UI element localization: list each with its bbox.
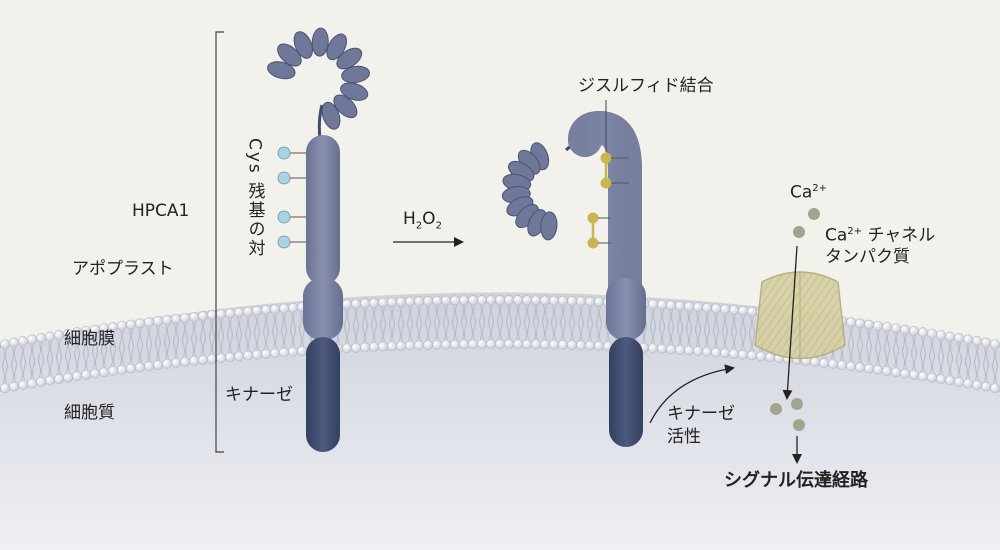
ca-ion-charge: 2+ [812,183,828,194]
kinase-activity-label: キナーゼ 活性 [667,404,735,447]
kinase-domain [609,337,643,447]
cys-residue [277,210,291,224]
hpca1-resting [267,27,371,452]
disulfide-residue [587,212,599,224]
h2o2-sub2: 2 [435,220,442,232]
kinase-activity-line1: キナーゼ [667,404,735,424]
ca-ion [793,226,805,238]
ca-channel-charge: 2+ [847,226,863,237]
disulfide-residue [587,237,599,249]
ca-ion [808,208,820,220]
kinase-activity-line2: 活性 [667,426,701,447]
ca-influx-arrow [782,245,798,400]
ca-ion-label: Ca2+ [790,183,827,203]
disulfide-label: ジスルフィド結合 [578,76,714,96]
ca-channel-label: Ca2+ チャネル タンパク質 [825,226,935,268]
disulfide-residue [600,152,612,164]
kinase-domain [306,337,340,452]
kinase-label: キナーゼ [225,385,293,405]
cytoplasm-label: 細胞質 [64,403,115,423]
ca-ion-text: Ca [790,182,813,203]
ca-channel-ca: Ca [825,225,848,246]
cys-residue [277,235,291,249]
extracellular-coil-oxidised [501,142,558,241]
h2o2-h: H [403,209,416,229]
ca-ion [791,398,803,410]
signaling-pathway-label: シグナル伝達経路 [724,470,868,491]
extracellular-stalk [306,135,340,285]
hpca1-label: HPCA1 [132,201,190,221]
transmembrane-domain [606,278,646,340]
ca-channel-line2: タンパク質 [825,247,910,268]
membrane-label: 細胞膜 [64,329,115,349]
disulfide-bonds [587,152,629,249]
ca-ion [770,403,782,415]
ca-ions [770,208,820,431]
kinase-activation-arrow [649,364,735,424]
h2o2-o: O [422,209,436,229]
cys-residue [277,171,291,185]
transmembrane-domain [303,278,343,340]
extracellular-coil-resting [267,27,371,130]
ca-channel [754,271,846,362]
ca-channel-rest: チャネル [862,225,936,246]
ca-ion [793,419,805,431]
h2o2-label: H2O2 [403,209,442,232]
apoplast-label: アポプラスト [72,259,174,279]
hpca1-bracket [215,31,224,453]
cys-residues-resting [277,146,306,249]
cys-pair-label: Cys 残基の対 [244,138,265,259]
cys-residue [277,146,291,160]
disulfide-residue [600,177,612,189]
hpca1-oxidised [501,100,646,447]
h2o2-sub1: 2 [415,220,423,232]
